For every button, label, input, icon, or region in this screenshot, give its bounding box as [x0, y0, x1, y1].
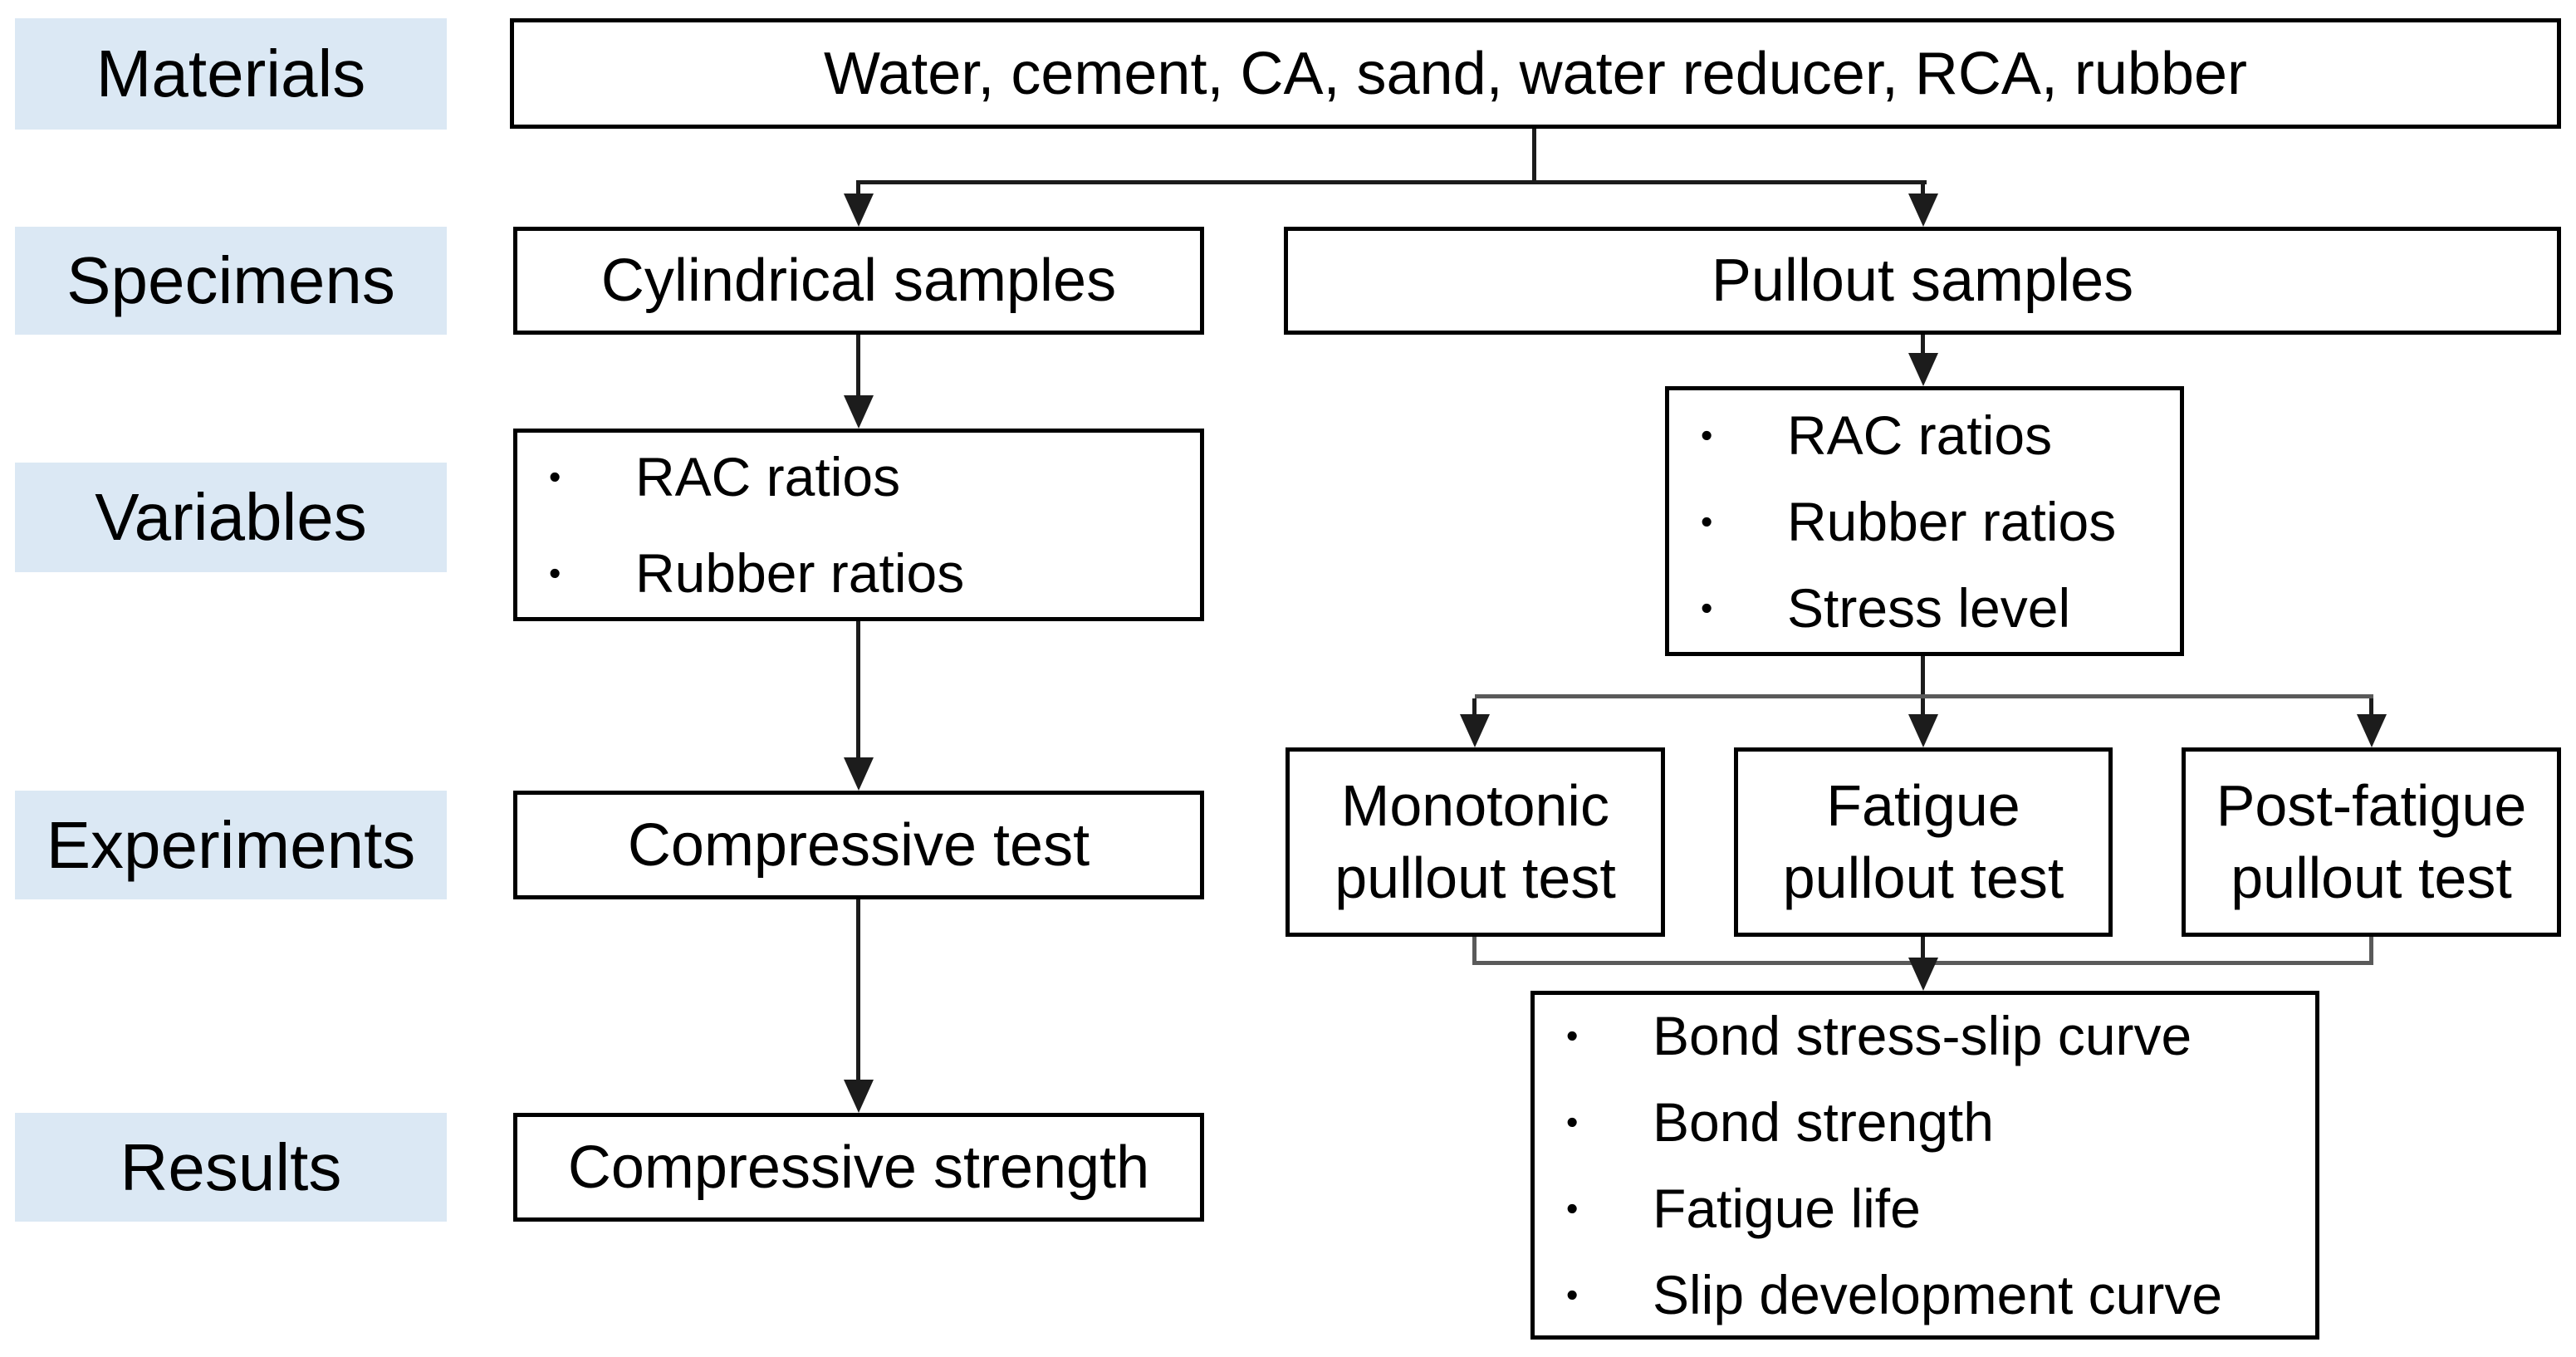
arrow-to-post-fatigue-test — [2357, 714, 2387, 747]
connector-materials-stem — [1532, 129, 1536, 184]
arrow-to-pullout-results — [1908, 958, 1938, 991]
pullout-results-box: Bond stress-slip curveBond strengthFatig… — [1530, 991, 2319, 1340]
stage-label-results: Results — [15, 1113, 447, 1222]
compressive-test-box: Compressive test — [513, 791, 1204, 899]
connector-test-to-compressive-strength — [856, 899, 860, 1082]
arrow-to-compressive-strength — [844, 1080, 874, 1113]
connector-specimens-branch — [857, 180, 1927, 184]
connector-to-pullout-stem — [1921, 180, 1925, 200]
fatigue-pullout-test-box: Fatigue pullout test — [1734, 747, 2113, 937]
connector-post-fatigue-down — [2369, 937, 2373, 965]
bullet-item: Bond strength — [1535, 1079, 2315, 1165]
connector-fatigue-down — [1921, 937, 1925, 965]
pullout-samples-box: Pullout samples — [1284, 227, 2561, 335]
pullout-results-list: Bond stress-slip curveBond strengthFatig… — [1535, 992, 2315, 1338]
bullet-item: Rubber ratios — [517, 525, 1200, 621]
bullet-item: Bond stress-slip curve — [1535, 992, 2315, 1079]
connector-to-fatigue-stem — [1921, 698, 1925, 718]
stage-label-materials: Materials — [15, 18, 447, 130]
monotonic-pullout-test-box: Monotonic pullout test — [1286, 747, 1665, 937]
pullout-variables-box: RAC ratiosRubber ratiosStress level — [1665, 386, 2184, 656]
connector-cylindrical-to-variables — [856, 335, 860, 397]
connector-pullout-variables-stem — [1921, 656, 1925, 698]
connector-to-monotonic-stem — [1472, 698, 1477, 718]
arrow-to-pullout-variables — [1908, 353, 1938, 386]
materials-box: Water, cement, CA, sand, water reducer, … — [510, 18, 2561, 129]
stage-label-specimens: Specimens — [15, 227, 447, 335]
cylindrical-samples-box: Cylindrical samples — [513, 227, 1204, 335]
bullet-item: RAC ratios — [1669, 392, 2180, 478]
connector-tests-branch — [1475, 694, 2373, 698]
bullet-item: Fatigue life — [1535, 1165, 2315, 1252]
stage-label-variables: Variables — [15, 463, 447, 572]
pullout-variables-list: RAC ratiosRubber ratiosStress level — [1669, 390, 2180, 652]
arrow-to-fatigue-test — [1908, 714, 1938, 747]
connector-variables-to-compressive-test — [856, 621, 860, 761]
bullet-item: Slip development curve — [1535, 1252, 2315, 1338]
arrow-to-pullout-samples — [1908, 194, 1938, 227]
arrow-to-cylindrical-samples — [844, 194, 874, 227]
arrow-to-monotonic-test — [1460, 714, 1490, 747]
bullet-item: Rubber ratios — [1669, 478, 2180, 565]
compressive-strength-box: Compressive strength — [513, 1113, 1204, 1222]
connector-to-post-fatigue-stem — [2369, 698, 2373, 718]
connector-monotonic-down — [1472, 937, 1477, 965]
connector-pullout-to-variables — [1921, 335, 1925, 356]
stage-label-experiments: Experiments — [15, 791, 447, 899]
cylindrical-variables-box: RAC ratiosRubber ratios — [513, 429, 1204, 621]
cylindrical-variables-list: RAC ratiosRubber ratios — [517, 429, 1200, 621]
arrow-to-compressive-test — [844, 757, 874, 791]
post-fatigue-pullout-test-box: Post-fatigue pullout test — [2182, 747, 2561, 937]
bullet-item: Stress level — [1669, 565, 2180, 651]
connector-to-cylindrical-stem — [856, 180, 860, 200]
arrow-to-cylindrical-variables — [844, 395, 874, 429]
bullet-item: RAC ratios — [517, 429, 1200, 525]
